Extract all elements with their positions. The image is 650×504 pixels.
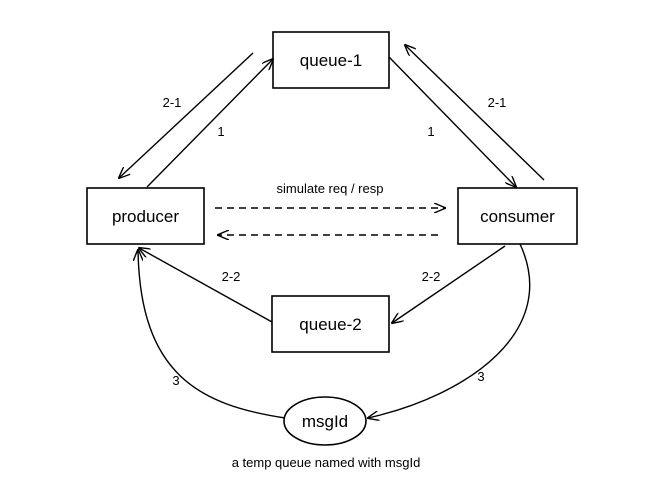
producer-node: producer xyxy=(86,187,205,245)
consumer-label: consumer xyxy=(480,207,555,226)
arrow-consumer-to-queue1 xyxy=(405,45,545,181)
queue-1-node: queue-1 xyxy=(272,31,390,89)
label-1-left: 1 xyxy=(217,124,224,139)
label-3-left: 3 xyxy=(172,373,179,388)
label-2-2-left: 2-2 xyxy=(222,269,241,284)
label-1-right: 1 xyxy=(427,124,434,139)
arrow-queue2-to-producer xyxy=(139,248,273,323)
queue-1-label: queue-1 xyxy=(300,51,362,70)
queue-2-node: queue-2 xyxy=(271,295,390,353)
label-2-1-left: 2-1 xyxy=(163,95,182,110)
arrow-msgid-to-producer xyxy=(138,250,286,419)
consumer-node: consumer xyxy=(457,187,578,245)
arrow-producer-to-queue1 xyxy=(146,59,273,188)
arrow-consumer-to-queue2 xyxy=(392,245,506,323)
producer-label: producer xyxy=(112,207,179,226)
arrow-queue1-to-producer xyxy=(119,52,254,178)
queue-2-label: queue-2 xyxy=(299,315,361,334)
arrow-consumer-to-msgid xyxy=(368,243,531,418)
label-2-1-right: 2-1 xyxy=(488,95,507,110)
label-2-2-right: 2-2 xyxy=(422,269,441,284)
label-3-right: 3 xyxy=(477,369,484,384)
label-simulate: simulate req / resp xyxy=(277,181,384,196)
msgid-node: msgId xyxy=(283,396,367,446)
arrow-queue1-to-consumer xyxy=(388,56,516,187)
diagram-caption: a temp queue named with msgId xyxy=(232,455,421,470)
msgid-label: msgId xyxy=(302,412,348,431)
